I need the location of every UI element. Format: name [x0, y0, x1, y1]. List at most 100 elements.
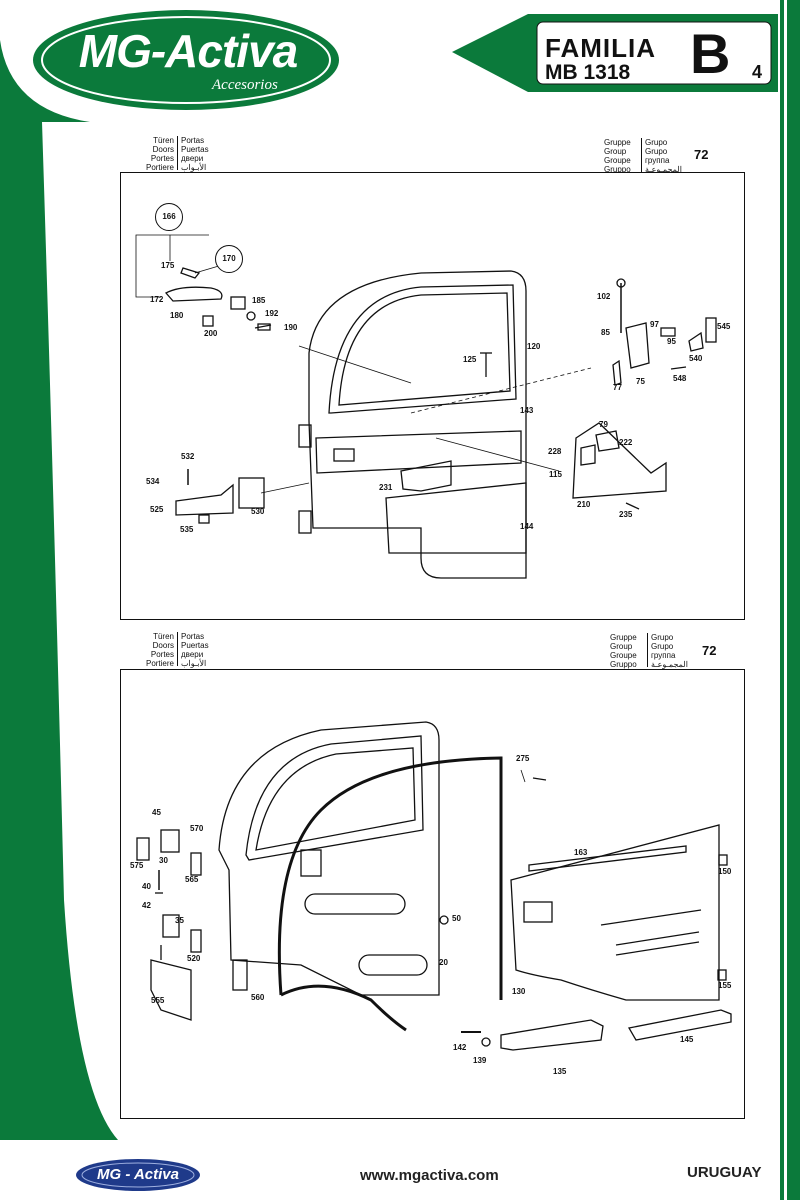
callout: 35	[175, 916, 184, 925]
callout: 135	[553, 1067, 567, 1076]
callout: 120	[527, 342, 541, 351]
footer-logo-ellipse	[76, 1159, 200, 1191]
callout: 565	[185, 875, 199, 884]
family-letter: B	[690, 22, 731, 85]
logo-subtitle: Accesorios	[212, 77, 278, 93]
callout: 192	[265, 309, 279, 318]
callout: 130	[512, 987, 526, 996]
section2-group-number: 72	[702, 643, 717, 658]
callout: 150	[718, 867, 732, 876]
header-text: Gruppo	[604, 165, 631, 174]
callout: 210	[577, 500, 591, 509]
header-text: Puertas	[181, 641, 209, 650]
callout: 42	[142, 901, 151, 910]
callout: 525	[150, 505, 164, 514]
header-text: Gruppe	[604, 138, 631, 147]
callout: 545	[717, 322, 731, 331]
callout: 555	[151, 996, 165, 1005]
header-text: Portes	[150, 154, 174, 163]
callout: 530	[251, 507, 265, 516]
callout: 163	[574, 848, 588, 857]
logo-ellipse	[33, 10, 339, 110]
section2-left-header: Türen Doors Portes Portiere Portas Puert…	[142, 632, 209, 668]
door-diagram-1	[135, 234, 717, 579]
callout: 115	[549, 470, 562, 479]
callout: 155	[718, 981, 732, 990]
callout: 534	[146, 477, 160, 486]
callout: 222	[619, 438, 633, 447]
callout: 97	[650, 320, 659, 329]
callout: 85	[601, 328, 610, 337]
callout: 175	[161, 261, 175, 270]
section1-group-number: 72	[694, 147, 709, 162]
header-text: Group	[610, 642, 633, 651]
callout: 228	[548, 447, 562, 456]
callout: 139	[473, 1056, 487, 1065]
header-text: المجمـوعـة	[651, 660, 688, 669]
callout: 560	[251, 993, 265, 1002]
callout: 50	[452, 914, 461, 923]
section1-left-header: Türen Doors Portes Portiere Portas Puert…	[142, 136, 209, 172]
callout: 102	[597, 292, 611, 301]
header-text: الأبـواب	[181, 659, 207, 668]
callout: 143	[520, 406, 534, 415]
callout: 548	[673, 374, 687, 383]
header-text: Grupo	[651, 633, 674, 642]
header-text: группа	[645, 156, 670, 165]
callout: 125	[463, 355, 477, 364]
diagram-frame-2	[120, 669, 745, 1119]
callout: 172	[150, 295, 164, 304]
header-text: Doors	[152, 145, 174, 154]
section2-right-header: Gruppe Group Groupe Gruppo Grupo Grupo г…	[610, 633, 688, 669]
callout-circle: 170	[215, 245, 243, 273]
header-text: Portiere	[145, 659, 174, 668]
header-text: Groupe	[610, 651, 637, 660]
callout: 145	[680, 1035, 694, 1044]
callout-circle: 166	[155, 203, 183, 231]
callout: 540	[689, 354, 703, 363]
header-text: Portas	[181, 632, 205, 641]
callout: 40	[142, 882, 151, 891]
header-text: Puertas	[181, 145, 209, 154]
header-text: двери	[181, 154, 204, 163]
callout: 231	[379, 483, 393, 492]
header-text: Group	[604, 147, 627, 156]
callout: 144	[520, 522, 534, 531]
header-text: Gruppo	[610, 660, 637, 669]
header-text: группа	[651, 651, 676, 660]
callout: 75	[636, 377, 645, 386]
callout: 200	[204, 329, 218, 338]
header-text: Portiere	[145, 163, 174, 172]
family-number: 4	[752, 62, 763, 82]
callout: 20	[439, 958, 448, 967]
callout: 520	[187, 954, 201, 963]
header-text: Grupo	[651, 642, 674, 651]
callout: 532	[181, 452, 195, 461]
callout: 77	[613, 383, 622, 392]
callout: 190	[284, 323, 298, 332]
door-diagram-2	[136, 721, 732, 1051]
callout: 575	[130, 861, 144, 870]
callout: 535	[180, 525, 194, 534]
header-text: Grupo	[645, 147, 668, 156]
callout: 79	[599, 420, 608, 429]
family-label: FAMILIA	[545, 33, 656, 63]
header-text: Grupo	[645, 138, 668, 147]
callout: 275	[516, 754, 530, 763]
header-text: المجمـوعـة	[645, 165, 682, 174]
family-model: MB 1318	[545, 61, 631, 84]
header-text: Groupe	[604, 156, 631, 165]
callout: 45	[152, 808, 161, 817]
right-stripe	[780, 0, 800, 1200]
logo-text: MG-Activa	[78, 25, 298, 77]
header-text: Portes	[150, 650, 174, 659]
footer-country: URUGUAY	[687, 1164, 762, 1181]
callout: 95	[667, 337, 676, 346]
footer-url[interactable]: www.mgactiva.com	[360, 1167, 499, 1184]
diagram-frame-1	[120, 172, 745, 620]
header-text: двери	[181, 650, 204, 659]
header-text: Doors	[152, 641, 174, 650]
header-text: Türen	[153, 632, 174, 641]
header-text: Portas	[181, 136, 205, 145]
callout: 142	[453, 1043, 467, 1052]
